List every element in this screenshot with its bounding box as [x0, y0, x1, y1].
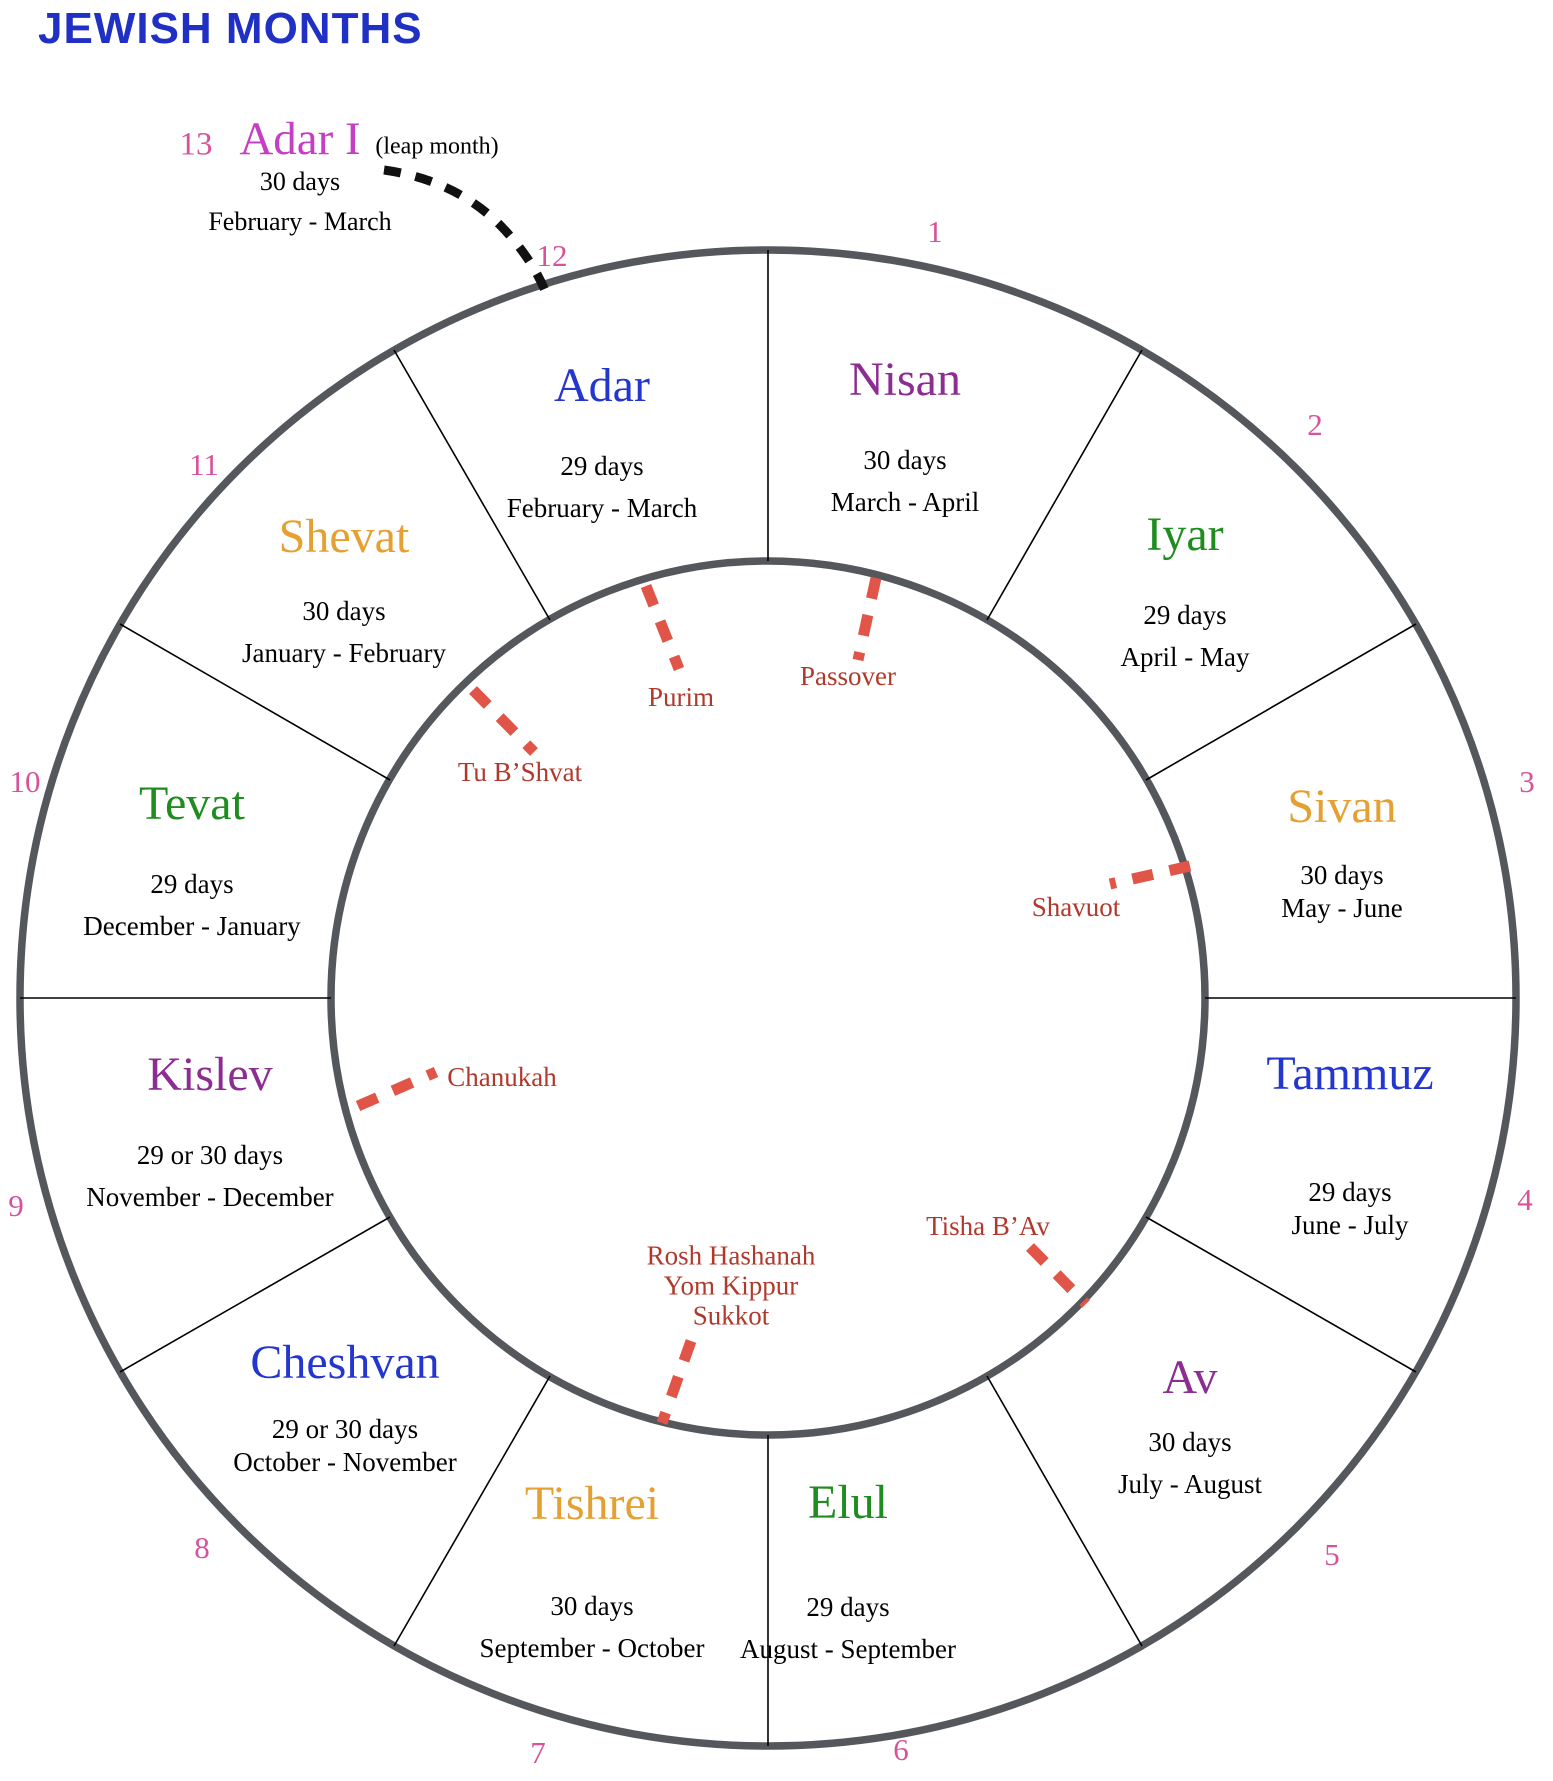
leap-month-name: Adar I — [239, 113, 361, 165]
month-name: Kislev — [147, 1048, 273, 1101]
holiday-dash-chanukah — [355, 1066, 439, 1112]
month-days: 30 days — [863, 444, 947, 475]
month-days: 29 or 30 days — [271, 1413, 419, 1444]
month-range: October - November — [233, 1446, 457, 1477]
month-number-10: 10 — [9, 764, 41, 799]
holiday-dash-purim — [640, 583, 685, 672]
holiday-dash-fall-group — [656, 1339, 697, 1425]
month-name: Shevat — [278, 510, 410, 563]
month-sector-tevat: Tevat 29 days December - January — [2, 778, 382, 941]
month-sector-elul: Elul 29 days August - September — [658, 1477, 1038, 1664]
month-number-12: 12 — [536, 238, 568, 273]
month-sector-av: Av 30 days July - August — [1000, 1352, 1380, 1499]
month-name: Tishrei — [524, 1477, 660, 1530]
month-number-3: 3 — [1519, 764, 1535, 799]
holiday-label-tisha-bav: Tisha B’Av — [926, 1210, 1050, 1241]
sector-divider — [393, 349, 551, 621]
sector-divider — [393, 1375, 551, 1647]
month-number-1: 1 — [927, 214, 943, 249]
month-sector-sivan: Sivan 30 days May - June — [1152, 781, 1532, 923]
month-range: May - June — [1281, 892, 1403, 923]
month-number-9: 9 — [8, 1188, 24, 1223]
month-sector-kislev: Kislev 29 or 30 days November - December — [20, 1049, 400, 1212]
sector-divider — [119, 1216, 391, 1373]
sector-divider — [1145, 623, 1417, 781]
month-days: 29 days — [560, 450, 644, 481]
month-number-11: 11 — [189, 447, 219, 482]
month-sector-tishrei: Tishrei 30 days September - October — [402, 1478, 782, 1663]
month-sector-nisan: Nisan 30 days March - April — [715, 354, 1095, 517]
month-days: 29 days — [150, 868, 234, 899]
month-days: 30 days — [302, 595, 386, 626]
month-name: Iyar — [1146, 508, 1224, 561]
leap-month-gregorian: February - March — [208, 207, 392, 236]
month-range: April - May — [1120, 641, 1250, 672]
month-range: March - April — [830, 486, 980, 517]
month-range: July - August — [1117, 1468, 1263, 1499]
month-sector-iyar: Iyar 29 days April - May — [995, 509, 1375, 672]
month-days: 29 days — [1308, 1176, 1392, 1207]
month-sector-tammuz: Tammuz 29 days June - July — [1160, 1048, 1540, 1240]
holiday-label-purim: Purim — [647, 681, 715, 712]
month-name: Cheshvan — [250, 1336, 440, 1389]
month-name: Tevat — [139, 777, 245, 830]
leap-month-pointer-dash — [383, 165, 551, 295]
holiday-dash-tisha-bav — [1026, 1243, 1090, 1308]
holiday-dash-passover — [852, 576, 882, 662]
month-days: 29 days — [806, 1591, 890, 1622]
sector-divider — [1145, 1216, 1417, 1373]
month-sector-cheshvan: Cheshvan 29 or 30 days October - Novembe… — [155, 1337, 535, 1477]
month-name: Tammuz — [1266, 1047, 1434, 1100]
month-range: February - March — [506, 492, 698, 523]
holiday-label-rosh-hashanah: Rosh Hashanah — [646, 1240, 816, 1271]
month-name: Sivan — [1287, 780, 1397, 833]
leap-month-days: 30 days — [259, 167, 341, 196]
holiday-label-yom-kippur: Yom Kippur — [663, 1270, 799, 1301]
month-name: Elul — [808, 1476, 888, 1529]
month-sector-adar: Adar 29 days February - March — [412, 360, 792, 523]
month-range: January - February — [242, 637, 446, 668]
holiday-label-fall-group: Rosh Hashanah Yom Kippur Sukkot — [647, 1241, 816, 1332]
month-days: 30 days — [1148, 1426, 1232, 1457]
holiday-label-tu-bshvat: Tu B’Shvat — [457, 756, 583, 787]
holiday-label-sukkot: Sukkot — [692, 1301, 770, 1332]
sector-divider — [119, 623, 391, 781]
month-range: November - December — [86, 1181, 334, 1212]
month-days: 29 days — [1143, 599, 1227, 630]
month-number-8: 8 — [194, 1530, 210, 1565]
month-number-2: 2 — [1307, 407, 1323, 442]
month-range: August - September — [740, 1633, 956, 1664]
sector-divider — [986, 1375, 1143, 1647]
month-days: 30 days — [1300, 859, 1384, 890]
leap-month-qualifier: (leap month) — [375, 133, 499, 160]
sector-divider — [986, 349, 1143, 621]
month-number-6: 6 — [893, 1732, 909, 1767]
month-range: June - July — [1291, 1209, 1409, 1240]
leap-month-number: 13 — [179, 126, 213, 163]
holiday-label-shavuot: Shavuot — [1031, 891, 1121, 922]
month-number-5: 5 — [1324, 1537, 1340, 1572]
month-range: September - October — [479, 1632, 705, 1663]
month-name: Av — [1162, 1351, 1218, 1404]
month-range: December - January — [83, 910, 301, 941]
holiday-label-passover: Passover — [800, 660, 896, 691]
month-number-4: 4 — [1517, 1182, 1533, 1217]
page-title: JEWISH MONTHS — [38, 4, 423, 53]
holiday-label-chanukah: Chanukah — [447, 1061, 557, 1092]
month-name: Nisan — [849, 353, 961, 406]
month-days: 30 days — [550, 1590, 634, 1621]
month-number-7: 7 — [530, 1735, 546, 1770]
month-sector-shevat: Shevat 30 days January - February — [154, 511, 534, 668]
month-name: Adar — [554, 359, 650, 412]
month-days: 29 or 30 days — [136, 1139, 284, 1170]
holiday-dash-shavuot — [1108, 860, 1192, 890]
holiday-dash-tu-bshvat — [469, 686, 538, 756]
